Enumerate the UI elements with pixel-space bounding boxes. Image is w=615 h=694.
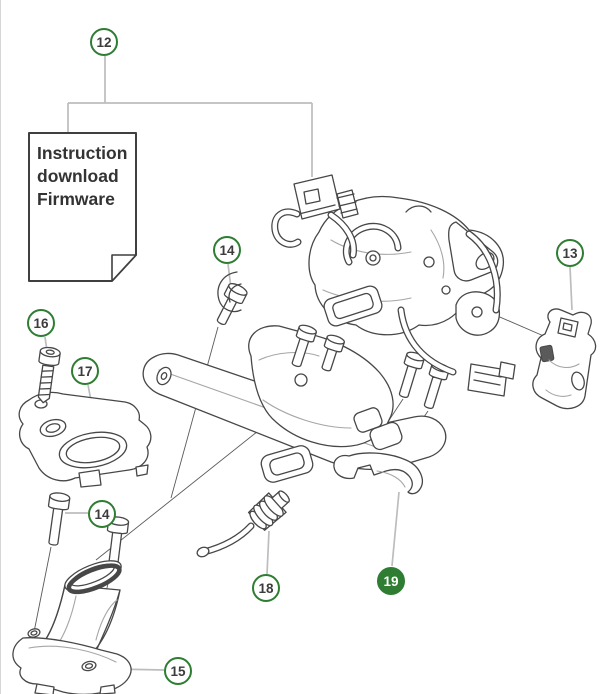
boot-rim — [64, 560, 122, 595]
firmware-instruction-note — [28, 132, 137, 282]
intake-boot — [12, 560, 132, 694]
hose-connector — [247, 490, 290, 531]
screws-lower — [47, 492, 130, 570]
impulse-hose — [196, 490, 290, 558]
leader-19 — [391, 491, 400, 567]
page-fold-corner — [111, 254, 137, 282]
carburetor-mouth — [260, 445, 314, 483]
firmware-instruction-text: Instruction download Firmware — [37, 142, 137, 211]
callout-16-screw-small[interactable]: 16 — [27, 309, 55, 337]
callout-19-protection-bracket[interactable]: 19 — [377, 567, 405, 595]
callout-12-firmware-instruction[interactable]: 12 — [90, 28, 118, 56]
doc-line-3: Firmware — [37, 189, 115, 209]
callout-18-impulse-hose[interactable]: 18 — [252, 574, 280, 602]
callout-13-connector-bracket[interactable]: 13 — [556, 239, 584, 267]
pump-plate — [18, 391, 152, 488]
o-ring — [66, 563, 122, 595]
wiring-connector — [293, 174, 359, 220]
throttle-body-assembly — [217, 174, 516, 397]
callout-14-screw-lower[interactable]: 14 — [88, 500, 116, 528]
protection-bracket — [333, 452, 423, 495]
harness-plug — [467, 361, 516, 397]
bolt-bosses — [353, 407, 403, 451]
callout-15-intake-boot[interactable]: 15 — [164, 657, 192, 685]
screw-small — [37, 346, 61, 404]
bracket-clip — [539, 344, 555, 363]
screw-upper — [216, 282, 248, 326]
connector-bracket — [532, 308, 597, 410]
callout-17-pump-plate[interactable]: 17 — [71, 357, 99, 385]
leader-13 — [569, 266, 573, 311]
mounting-plate-assembly — [142, 325, 447, 495]
doc-line-1: Instruction — [37, 143, 128, 163]
callout-14-screw-upper[interactable]: 14 — [213, 236, 241, 264]
leader-12 — [67, 56, 313, 177]
leader-18 — [266, 530, 270, 575]
doc-line-2: download — [37, 166, 119, 186]
